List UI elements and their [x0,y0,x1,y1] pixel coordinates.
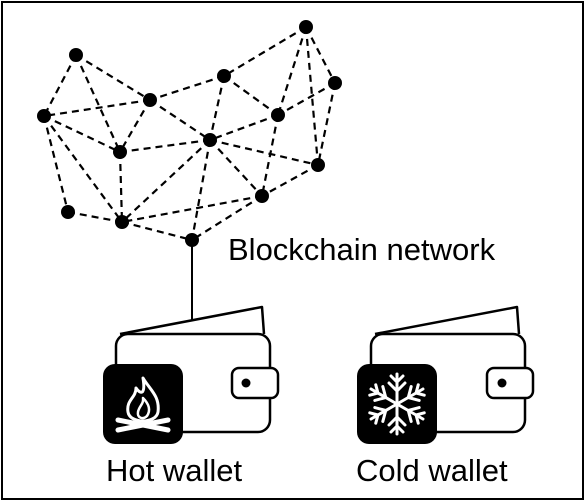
network-edge [261,164,319,197]
network-node [69,48,83,62]
network-edge [43,54,77,117]
network-edge [43,115,123,223]
network-edge [209,113,279,142]
network-edges [42,26,337,242]
cold-wallet-label: Cold wallet [356,453,508,488]
network-edge [43,98,151,118]
network-edge [191,195,263,241]
cold-wallet-flap [374,305,521,336]
network-edge [67,210,123,224]
network-edge [121,139,211,223]
network-node [185,233,199,247]
network-node [255,189,269,203]
network-node [143,93,157,107]
network-edge [209,139,263,197]
network-edge [316,82,337,166]
network-edge [208,75,226,141]
network-nodes [37,20,342,247]
network-edge [276,26,308,116]
network-node [203,133,217,147]
hot-wallet-flap [119,305,266,336]
network-edge [190,139,212,241]
network-edge [118,151,124,223]
network-edge [209,138,319,167]
network-node [311,158,325,172]
blockchain-network-label: Blockchain network [228,232,496,267]
network-edge [149,99,211,141]
network-edge [43,115,121,153]
network-node [328,76,342,90]
network-node [115,215,129,229]
network-node [299,20,313,34]
cold-wallet-clasp-dot [497,378,507,388]
network-edge [42,115,70,213]
hot-wallet-clasp [230,366,280,400]
cold-wallet-clasp [485,366,535,400]
network-edge [119,138,211,154]
network-edge [223,75,279,116]
hot-wallet-clasp-dot [241,378,251,388]
network-edge [277,82,336,116]
network-edge [305,26,336,84]
network-node [113,145,127,159]
network-node [271,108,285,122]
hot-wallet-label: Hot wallet [106,453,243,488]
network-node [217,69,231,83]
network-edge [74,54,122,153]
network-edge [260,114,280,197]
network-edge [223,26,307,77]
network-node [61,205,75,219]
network-edge [75,54,151,101]
network-node [37,109,51,123]
network-edge [119,99,151,153]
network-edge [121,220,193,242]
snowflake-icon [357,364,437,444]
fire-icon [103,364,183,444]
network-edge [149,74,225,102]
